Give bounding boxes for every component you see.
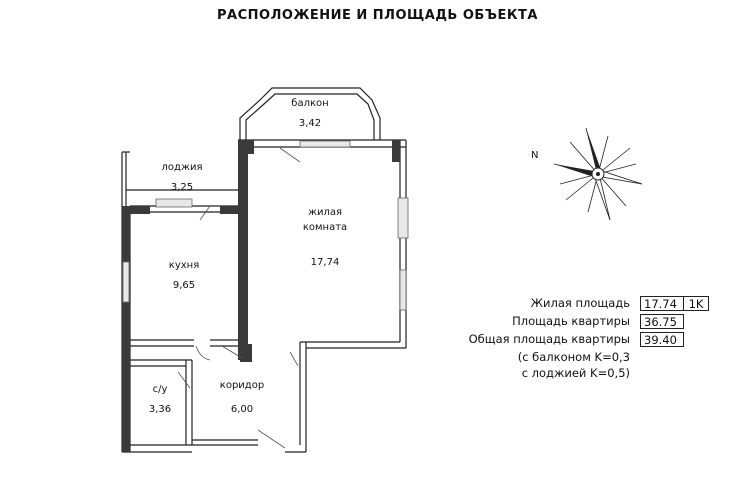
living-area-label: Жилая площадь [530,296,630,310]
kitchen-area: 9,65 [173,280,195,291]
bathroom-name: с/у [153,384,168,395]
kitchen-name: кухня [169,260,199,271]
load-bearing-walls [122,140,400,452]
loggia-area: 3,25 [171,182,193,193]
apartment-area-label: Площадь квартиры [512,314,630,328]
corridor-name: коридор [220,380,264,391]
room-count-badge: 1K [683,296,709,311]
compass-rose-icon [553,127,643,221]
total-area-value: 39.40 [640,332,684,347]
loggia-name: лоджия [162,162,203,173]
living-room-area: 17,74 [311,257,340,268]
page-title: РАСПОЛОЖЕНИЕ И ПЛОЩАДЬ ОБЪЕКТА [217,8,538,23]
apartment-area-value: 36.75 [640,314,684,329]
compass-north-label: N [531,150,539,161]
balcony-area: 3,42 [299,118,321,129]
living-area-value: 17.74 [640,296,684,311]
corridor-area: 6,00 [231,404,253,415]
living-room-name-line1: жилая [308,207,342,218]
total-area-label: Общая площадь квартиры [468,332,630,346]
living-room-name-line2: комната [303,222,347,233]
coefficient-note-balcony: (с балконом K=0,3 [517,350,630,364]
bathroom-area: 3,36 [149,404,171,415]
coefficient-note-loggia: с лоджией K=0,5) [521,366,630,380]
balcony-name: балкон [291,98,328,109]
